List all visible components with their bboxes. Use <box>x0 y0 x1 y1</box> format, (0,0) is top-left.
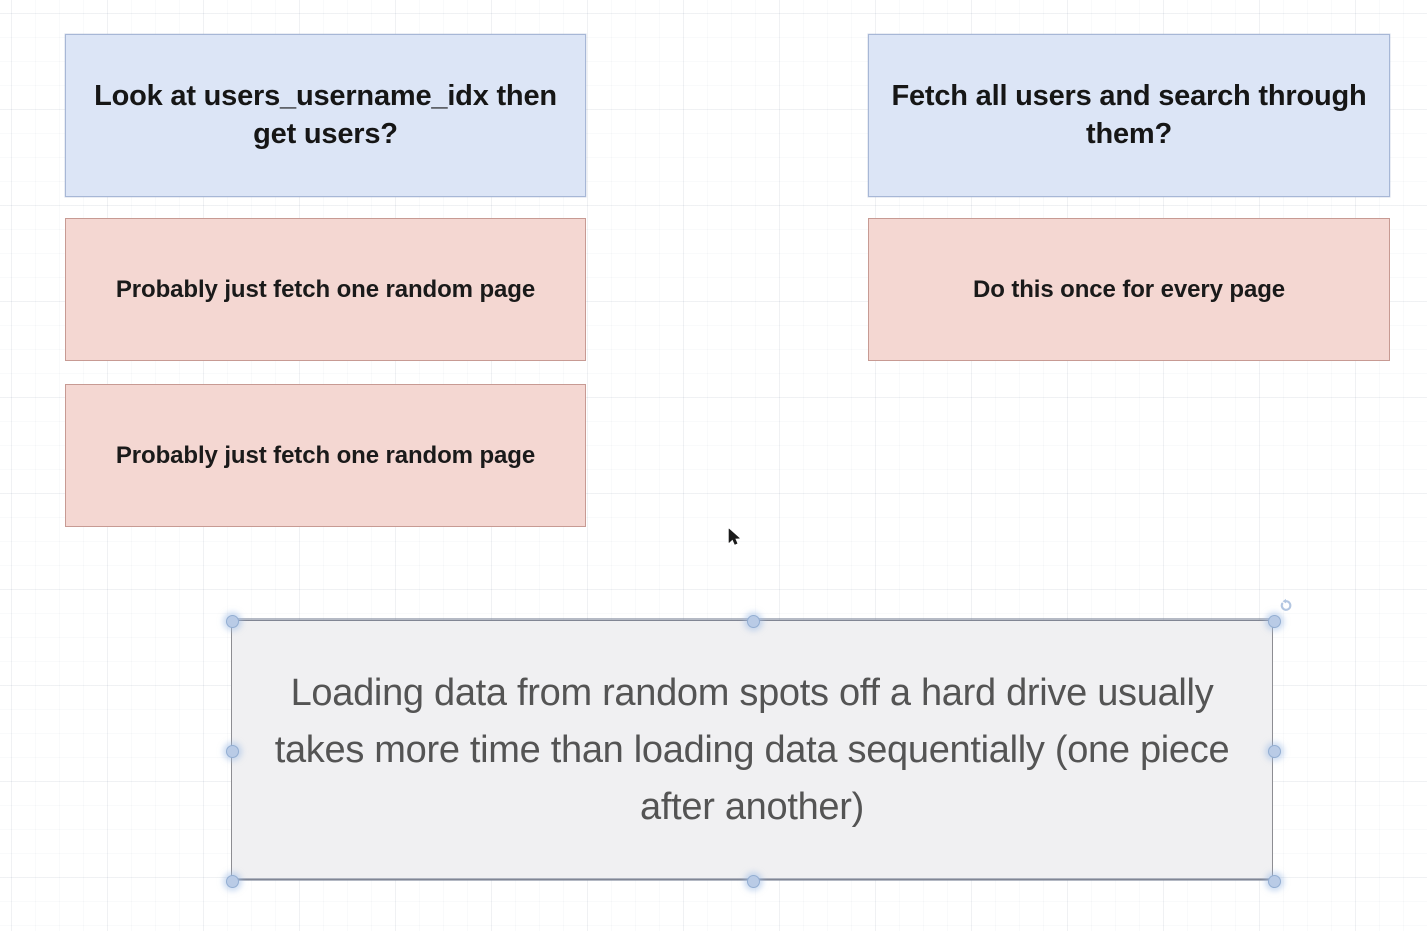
node-note-fetch-random-page-1[interactable]: Probably just fetch one random page <box>65 218 586 361</box>
node-callout-random-vs-sequential[interactable]: Loading data from random spots off a har… <box>231 620 1273 880</box>
handle-top-left[interactable] <box>225 614 239 628</box>
node-label: Loading data from random spots off a har… <box>274 671 1230 828</box>
handle-bottom-left[interactable] <box>225 874 239 888</box>
node-label: Look at users_username_idx then get user… <box>94 80 557 150</box>
mouse-cursor-icon <box>728 528 740 545</box>
rotate-handle-icon[interactable] <box>1278 598 1294 614</box>
node-label: Fetch all users and search through them? <box>891 80 1367 150</box>
handle-bottom-right[interactable] <box>1267 874 1281 888</box>
handle-top-right[interactable] <box>1267 614 1281 628</box>
handle-top-center[interactable] <box>746 614 760 628</box>
node-question-index-lookup[interactable]: Look at users_username_idx then get user… <box>65 34 586 197</box>
handle-middle-right[interactable] <box>1267 744 1281 758</box>
node-label: Do this once for every page <box>972 275 1286 303</box>
node-label: Probably just fetch one random page <box>115 441 536 469</box>
handle-bottom-center[interactable] <box>746 874 760 888</box>
handle-middle-left[interactable] <box>225 744 239 758</box>
node-note-do-this-every-page[interactable]: Do this once for every page <box>868 218 1390 361</box>
node-label: Probably just fetch one random page <box>115 275 536 303</box>
node-note-fetch-random-page-2[interactable]: Probably just fetch one random page <box>65 384 586 527</box>
node-question-fetch-all-users[interactable]: Fetch all users and search through them? <box>868 34 1390 197</box>
